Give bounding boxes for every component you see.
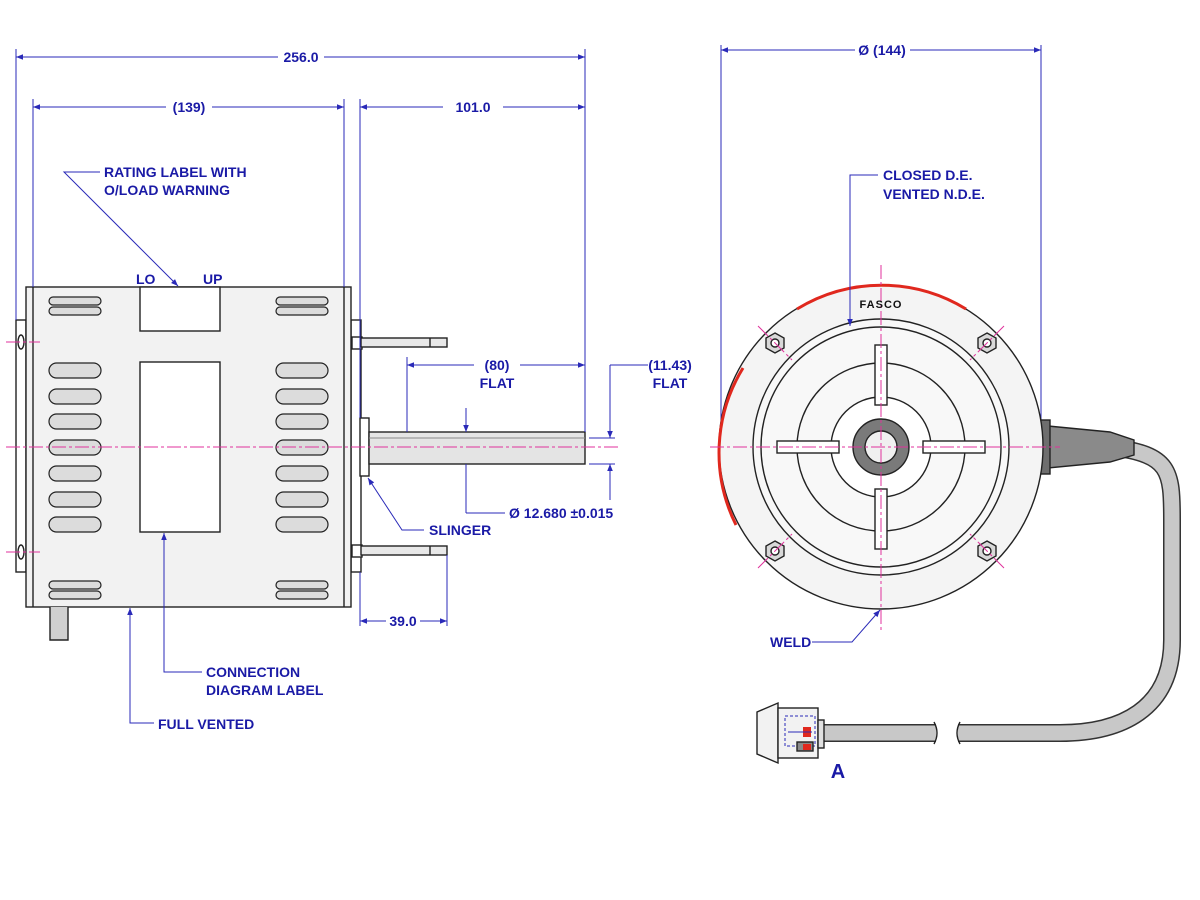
brand-fasco: FASCO [860, 299, 903, 311]
rear-mounting-plate [15, 319, 27, 573]
dim-flat-depth: (11.43) [648, 357, 692, 373]
dim-motor-diameter: Ø (144) [858, 42, 905, 58]
detail-marker-a: A [831, 761, 845, 783]
slinger-label: SLINGER [429, 522, 491, 538]
weld-label: WELD [770, 634, 811, 650]
closed-de-line1: CLOSED D.E. [883, 167, 972, 183]
side-view: 256.0 (139) 101.0 (80) FLAT (11.43) FLAT… [6, 49, 692, 732]
rating-label-line2: O/LOAD WARNING [104, 182, 230, 198]
dim-shaft-diameter: Ø 12.680 ±0.015 [509, 505, 613, 521]
dim-stud-length: 39.0 [389, 613, 416, 629]
weld-arc-left [717, 367, 745, 526]
dim-overall-length: 256.0 [283, 49, 318, 65]
connection-label-line1: CONNECTION [206, 664, 300, 680]
vent-slots [48, 296, 329, 600]
cable-gland [1047, 425, 1135, 469]
up-label: UP [203, 271, 222, 287]
motor-shaft [368, 431, 586, 465]
dim-flat-length-label: FLAT [480, 375, 515, 391]
full-vented-label: FULL VENTED [158, 716, 254, 732]
mounting-studs [351, 336, 448, 558]
lo-label: LO [136, 271, 156, 287]
rating-label-box [139, 286, 221, 332]
end-view: Ø (144) [710, 42, 1181, 783]
dim-shaft-extension: 101.0 [455, 99, 490, 115]
dim-body-length: (139) [173, 99, 206, 115]
rating-label-line1: RATING LABEL WITH [104, 164, 247, 180]
cable-connector [756, 701, 825, 765]
dim-flat-depth-label: FLAT [653, 375, 688, 391]
closed-de-line2: VENTED N.D.E. [883, 186, 985, 202]
connection-label-line2: DIAGRAM LABEL [206, 682, 324, 698]
weld-arc-top [796, 283, 967, 311]
dim-flat-length: (80) [485, 357, 510, 373]
